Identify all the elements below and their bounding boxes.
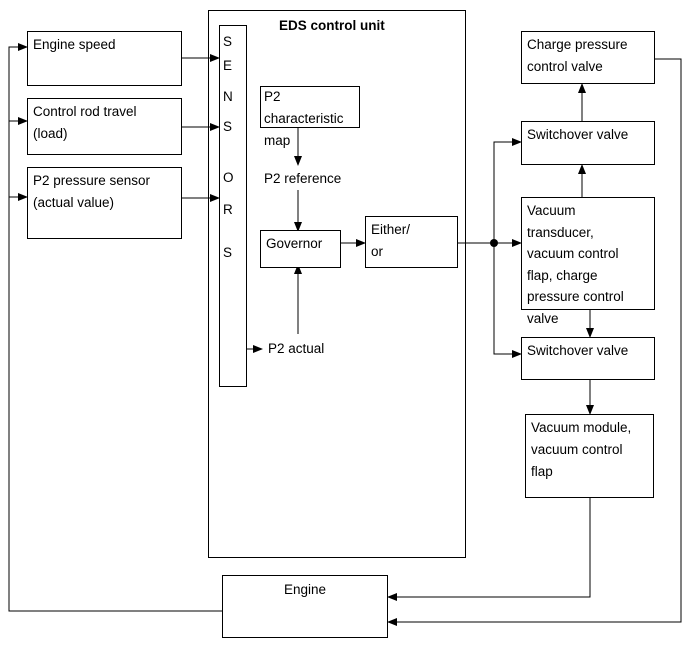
arrow-junction-to-switchover-top (493, 138, 522, 243)
p2-reference-label: P2 reference (264, 171, 342, 186)
sensors-letter-2: E (223, 58, 233, 73)
arrow-charge-valve-to-engine (387, 58, 682, 626)
arrow-junction-to-switchover-bottom (493, 243, 522, 358)
p2-characteristic-map-label: P2 characteristic map (264, 89, 344, 148)
switchover-valve-bottom-box: Switchover valve (521, 337, 655, 380)
either-or-label: Either/ or (371, 222, 411, 259)
junction-dot (490, 239, 498, 247)
sensors-column: S E N S O R S (219, 25, 247, 387)
sensors-letter-6: R (223, 202, 233, 217)
switchover-valve-top-box: Switchover valve (521, 121, 655, 165)
engine-box: Engine (222, 575, 388, 638)
sensors-letter-3: N (223, 89, 233, 104)
p2-characteristic-map-box (260, 86, 360, 128)
engine-speed-box: Engine speed (27, 31, 182, 86)
switchover-valve-top-label: Switchover valve (527, 127, 629, 142)
eds-control-unit (208, 10, 466, 558)
p2-actual-label: P2 actual (268, 341, 325, 356)
sensors-letter-7: S (223, 245, 233, 260)
p2-pressure-sensor-box: P2 pressure sensor (actual value) (27, 167, 182, 239)
governor-box: Governor (260, 230, 341, 268)
sensors-letter-1: S (223, 34, 233, 49)
p2-pressure-sensor-label: P2 pressure sensor (actual value) (33, 173, 151, 210)
either-or-box: Either/ or (365, 216, 458, 268)
line-engine-to-engine-speed (8, 43, 222, 612)
vacuum-module-box: Vacuum module, vacuum control flap (525, 414, 654, 498)
engine-speed-label: Engine speed (33, 37, 116, 52)
charge-pressure-control-valve-label: Charge pressure control valve (527, 37, 628, 74)
sensors-letter-4: S (223, 119, 233, 134)
charge-pressure-control-valve-box: Charge pressure control valve (521, 31, 655, 84)
engine-label: Engine (283, 582, 327, 597)
sensors-letter-5: O (223, 170, 234, 185)
eds-control-unit-title: EDS control unit (279, 18, 385, 33)
control-rod-travel-box: Control rod travel (load) (27, 98, 182, 155)
vacuum-transducer-box: Vacuum transducer, vacuum control flap, … (521, 197, 655, 326)
vacuum-module-label: Vacuum module, vacuum control flap (531, 420, 632, 479)
governor-label: Governor (266, 236, 323, 251)
switchover-valve-bottom-label: Switchover valve (527, 343, 629, 358)
control-rod-travel-label: Control rod travel (load) (33, 104, 137, 141)
arrow-vacuum-module-to-engine (387, 498, 591, 601)
vacuum-transducer-label: Vacuum transducer, vacuum control flap, … (527, 203, 624, 326)
